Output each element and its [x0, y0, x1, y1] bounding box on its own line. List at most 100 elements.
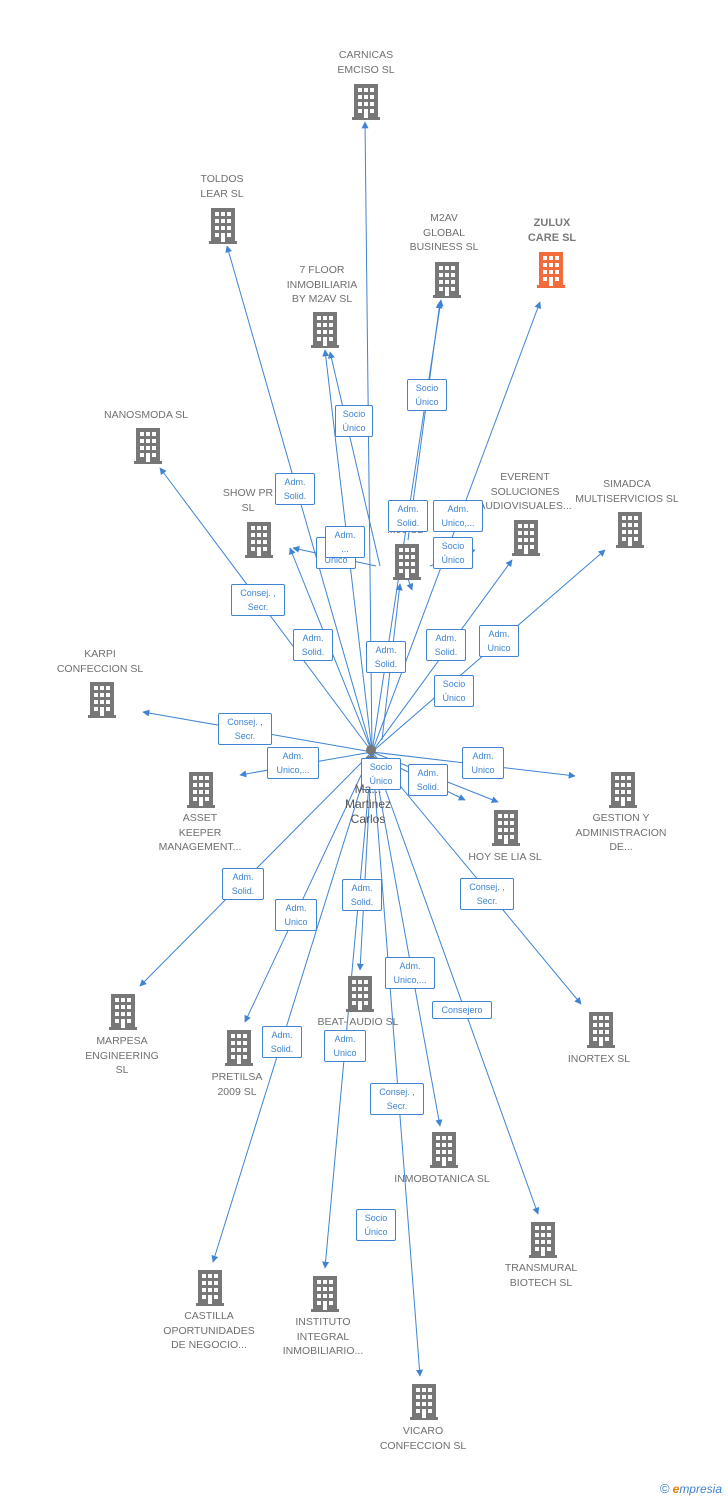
company-label-hoyselia[interactable]: HOY SE LIA SL	[435, 850, 575, 865]
building-icon[interactable]	[196, 1270, 224, 1306]
edge-role-line: Adm.	[447, 504, 469, 514]
edge-role-line: Adm.	[334, 530, 356, 540]
building-icon[interactable]	[245, 522, 273, 558]
edge-role-label[interactable]: Consej. ,Secr.	[231, 584, 285, 616]
building-icon[interactable]	[492, 810, 520, 846]
edge-role-label[interactable]: Consejero	[432, 1001, 492, 1019]
building-icon[interactable]	[209, 208, 237, 244]
edge-role-line: Único	[364, 1227, 388, 1237]
company-label-line: KARPI	[84, 648, 116, 660]
edge-role-line: Adm.	[397, 504, 419, 514]
company-label-beataudio[interactable]: BEAT- AUDIO SL	[288, 1015, 428, 1030]
edge-role-label[interactable]: Adm.Unico	[462, 747, 504, 779]
edge-role-label[interactable]: Consej. ,Secr.	[460, 878, 514, 910]
edge-role-label[interactable]: Adm.Unico,...	[385, 957, 435, 989]
building-icon[interactable]	[537, 252, 565, 288]
company-label-inortex[interactable]: INORTEX SL	[529, 1052, 669, 1067]
edge-role-label[interactable]: Adm.Solid.	[293, 629, 333, 661]
edge-role-line: Adm.	[282, 751, 304, 761]
company-label-inmobotanica[interactable]: INMOBOTANICA SL	[372, 1172, 512, 1187]
edge-role-label[interactable]: Adm. Solid.	[426, 629, 466, 661]
edge-role-label[interactable]: Adm.Solid.	[366, 641, 406, 673]
building-icon[interactable]	[587, 1012, 615, 1048]
edge-role-label[interactable]: Adm.Unico	[324, 1030, 366, 1062]
edge-role-label[interactable]: Consej. ,Secr.	[370, 1083, 424, 1115]
building-icon[interactable]	[609, 772, 637, 808]
building-icon[interactable]	[410, 1384, 438, 1420]
edge-role-line: Único	[324, 555, 348, 565]
company-label-line: GLOBAL	[422, 226, 466, 239]
edge-role-label[interactable]: Adm.Solid.	[408, 764, 448, 796]
company-label-line: MANAGEMENT...	[158, 841, 242, 853]
building-icon[interactable]	[346, 976, 374, 1012]
building-icon[interactable]	[393, 544, 421, 580]
company-label-line: KEEPER	[178, 826, 222, 839]
edge-role-label[interactable]: Adm. Solid.	[388, 500, 428, 532]
edge-role-label[interactable]: Adm.Unico,...	[433, 500, 483, 532]
company-label-line: ADMINISTRACION	[575, 826, 667, 839]
center-name-line-1: Ma...	[354, 782, 382, 796]
building-icon[interactable]	[311, 1276, 339, 1312]
building-icon[interactable]	[225, 1030, 253, 1066]
company-label-line: EVERENT	[500, 471, 550, 483]
company-label-line: TOLDOS	[200, 173, 244, 185]
empresia-logo[interactable]: ©empresia	[660, 1481, 722, 1496]
company-label-nanosmoda[interactable]: NANOSMODA SL	[76, 408, 216, 423]
building-icon[interactable]	[529, 1222, 557, 1258]
edge-role-line: Socio	[415, 383, 439, 393]
edge-role-label[interactable]: Adm.Solid.	[275, 473, 315, 505]
company-label-line: GESTION Y	[592, 812, 650, 824]
center-name-line-3: Carlos	[350, 812, 386, 826]
building-icon[interactable]	[352, 84, 380, 120]
building-icon[interactable]	[433, 262, 461, 298]
copyright-icon: ©	[660, 1481, 670, 1496]
building-icon[interactable]	[512, 520, 540, 556]
edge-role-line: Solid.	[434, 647, 458, 657]
company-label-line: SL	[115, 1064, 129, 1076]
building-icon[interactable]	[430, 1132, 458, 1168]
edge-role-label[interactable]: Adm.Solid.	[222, 868, 264, 900]
edge-role-label[interactable]: Adm.Solid.	[342, 879, 382, 911]
edge-role-line: Secr.	[386, 1101, 408, 1111]
edge-role-label[interactable]: Consej. ,Secr.	[218, 713, 272, 745]
edge-role-label[interactable]: Adm.Unico	[275, 899, 317, 931]
edge-role-label[interactable]: Adm.Unico,...	[267, 747, 319, 779]
edge-role-label[interactable]: Adm.Unico	[479, 625, 519, 657]
building-icon[interactable]	[311, 312, 339, 348]
building-icon[interactable]	[616, 512, 644, 548]
building-icon[interactable]	[109, 994, 137, 1030]
building-icon[interactable]	[88, 682, 116, 718]
edge-role-line: Adm.	[435, 633, 457, 643]
building-icon[interactable]	[187, 772, 215, 808]
edge-role-line: Solid.	[350, 897, 374, 907]
edge-role-line: Solid.	[396, 518, 420, 528]
edge-role-label[interactable]: Adm.Solid.	[262, 1026, 302, 1058]
edge-role-line: Único	[441, 555, 465, 565]
center-person-label[interactable]: Ma... Martinez Carlos	[323, 782, 413, 827]
building-icon[interactable]	[134, 428, 162, 464]
edge-role-label[interactable]: Adm....	[325, 526, 365, 558]
